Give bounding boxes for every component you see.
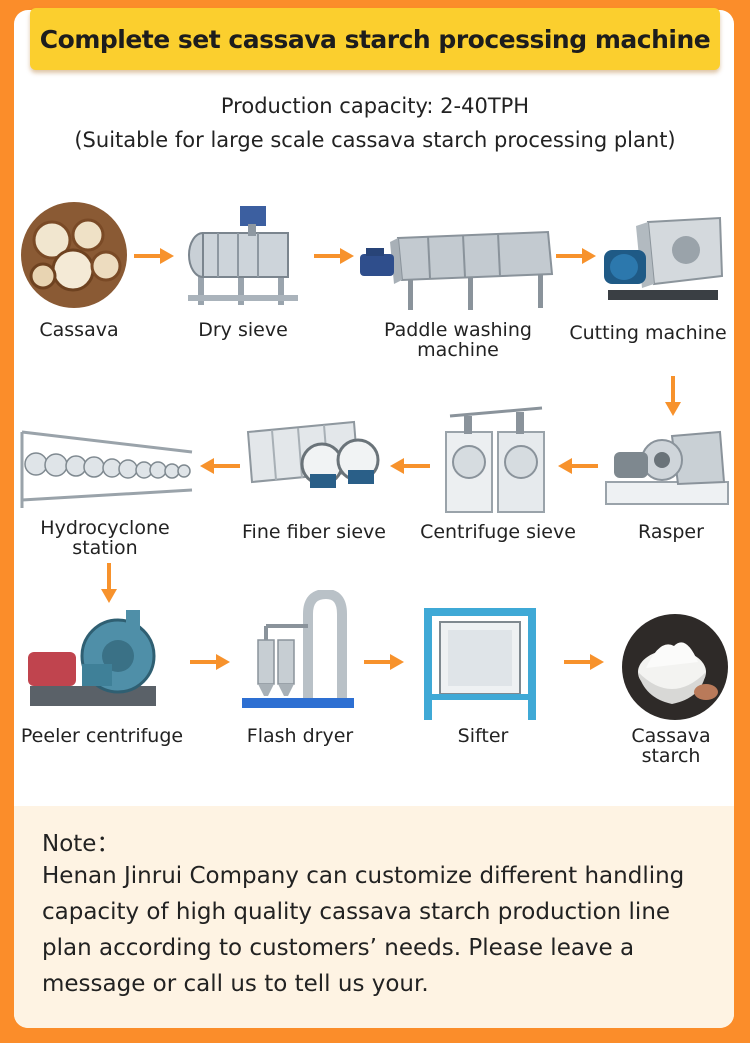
step-label: Hydrocyclone station (40, 517, 170, 559)
step-label: Peeler centrifuge (20, 725, 184, 747)
arrow-down-icon (665, 376, 681, 416)
flash-dryer-image (238, 590, 358, 712)
arrow-right-icon (556, 248, 596, 264)
rasper-image (602, 426, 732, 512)
step-label: Cassava starch (631, 725, 711, 767)
centrifuge-sieve-image (440, 402, 552, 516)
arrow-right-icon (364, 654, 404, 670)
step-label: Rasper (638, 521, 704, 543)
step-label: Centrifuge sieve (420, 521, 576, 543)
step-label: Flash dryer (246, 725, 354, 747)
step-label: Cassava (39, 319, 119, 341)
paddle-washer-image (358, 218, 554, 314)
step-label: Sifter (457, 725, 509, 747)
fine-fiber-sieve-image (242, 412, 384, 510)
starch-bowl-image (620, 612, 730, 722)
cassava-image (18, 200, 130, 310)
arrow-right-icon (564, 654, 604, 670)
suitability-text: (Suitable for large scale cassava starch… (74, 128, 676, 152)
step-label: Fine fiber sieve (242, 521, 386, 543)
note-text: Henan Jinrui Company can customize diffe… (42, 863, 685, 997)
arrow-left-icon (200, 458, 240, 474)
capacity-text: Production capacity: 2-40TPH (220, 94, 530, 118)
cutting-machine-image (598, 212, 728, 312)
step-label: Dry sieve (198, 319, 288, 341)
title-banner: Complete set cassava starch processing m… (30, 8, 720, 70)
arrow-left-icon (558, 458, 598, 474)
hydrocyclone-image (18, 418, 196, 514)
step-label: Cutting machine (569, 322, 727, 344)
page-title: Complete set cassava starch processing m… (39, 24, 711, 54)
peeler-centrifuge-image (22, 606, 162, 712)
dry-sieve-image (178, 200, 306, 310)
arrow-left-icon (390, 458, 430, 474)
arrow-right-icon (314, 248, 354, 264)
arrow-down-icon (101, 563, 117, 603)
arrow-right-icon (134, 248, 174, 264)
arrow-right-icon (190, 654, 230, 670)
sifter-image (420, 604, 540, 722)
step-label: Paddle washing machine (384, 319, 532, 361)
note-title: Note： (42, 831, 120, 857)
note-panel (14, 806, 734, 1028)
